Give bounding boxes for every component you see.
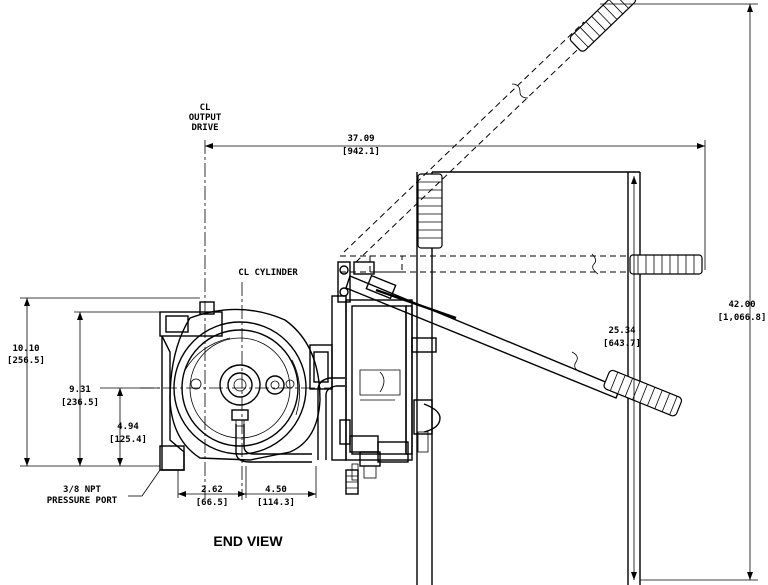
body-height-mm: [256.5] <box>7 356 45 366</box>
dimension-overall-width <box>205 140 706 270</box>
overall-height-mm: [1,066.8] <box>718 313 767 323</box>
dimension-port-height <box>100 387 160 466</box>
centerlines <box>140 140 330 500</box>
cl-output-drive-label-line3: DRIVE <box>191 123 218 133</box>
dimension-cylinder-offset <box>246 466 317 498</box>
body-height-in: 10.10 <box>12 344 39 354</box>
cl-output-drive-label-line2: OUTPUT <box>189 113 222 123</box>
drive-height-mm: [236.5] <box>61 398 99 408</box>
pump-handle-working <box>345 274 683 417</box>
handle-height-mm: [643.7] <box>603 339 641 349</box>
cylinder-offset-in: 4.50 <box>265 485 287 495</box>
pressure-port-label-line2: PRESSURE PORT <box>47 496 118 506</box>
cylinder-offset-mm: [114.3] <box>257 498 295 508</box>
cl-cylinder-label: CL CYLINDER <box>238 268 298 278</box>
pump-handle-raised-phantom <box>343 0 637 263</box>
view-title: END VIEW <box>213 533 283 549</box>
port-offset-mm: [66.5] <box>196 498 229 508</box>
pressure-port-label-line1: 3/8 NPT <box>63 485 102 495</box>
gearbox-housing <box>159 301 333 471</box>
upright-grip <box>417 173 443 249</box>
port-height-mm: [125.4] <box>109 435 147 445</box>
pressure-port-leader <box>128 469 161 497</box>
dimension-port-offset <box>177 466 247 498</box>
port-offset-in: 2.62 <box>201 485 223 495</box>
overall-width-mm: [942.1] <box>342 147 380 157</box>
dimension-drive-height <box>74 311 160 466</box>
dimension-body-height <box>20 297 200 467</box>
overall-width-in: 37.09 <box>347 134 374 144</box>
drive-height-in: 9.31 <box>69 385 91 395</box>
handle-height-in: 25.34 <box>608 326 636 336</box>
overall-height-in: 42.00 <box>728 300 755 310</box>
dimension-handle-height <box>631 176 637 580</box>
cl-output-drive-label-line1: CL <box>200 103 211 113</box>
pump-handle-horizontal-phantom <box>340 253 703 275</box>
hydraulic-hose <box>235 377 345 463</box>
port-height-in: 4.94 <box>117 422 139 432</box>
dimension-overall-height <box>600 3 758 581</box>
